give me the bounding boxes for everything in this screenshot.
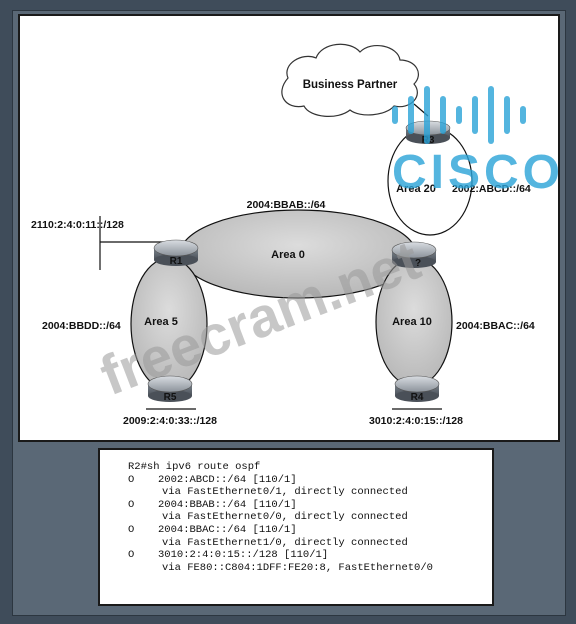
route-prefix: 2002:ABCD::/64 [110/1] bbox=[158, 473, 297, 486]
area-5-label: Area 5 bbox=[144, 316, 178, 328]
route-entry: O 2004:BBAB::/64 [110/1] bbox=[128, 499, 492, 512]
route-entry: O 3010:2:4:0:15::/128 [110/1] bbox=[128, 549, 492, 562]
cisco-logo: CISCO bbox=[392, 86, 558, 199]
business-partner-cloud: Business Partner bbox=[281, 43, 419, 117]
r4-loopback-prefix: 3010:2:4:0:15::/128 bbox=[369, 415, 463, 427]
router-r2-label: ? bbox=[415, 258, 421, 269]
router-r4-label: R4 bbox=[411, 392, 424, 403]
area-5-prefix: 2004:BBDD::/64 bbox=[42, 320, 121, 332]
area-0-label: Area 0 bbox=[271, 249, 305, 261]
router-r5-label: R5 bbox=[164, 392, 177, 403]
route-via: via FastEthernet0/0, directly connected bbox=[162, 511, 408, 524]
area-0-prefix: 2004:BBAB::/64 bbox=[247, 199, 326, 211]
network-diagram: Business Partner R3 R1 ? bbox=[18, 14, 560, 442]
cloud-label: Business Partner bbox=[303, 79, 398, 91]
route-via: via FastEthernet0/1, directly connected bbox=[162, 486, 408, 499]
route-entry: O 2002:ABCD::/64 [110/1] bbox=[128, 474, 492, 487]
router-r5: R5 bbox=[147, 375, 193, 403]
area-20-label: Area 20 bbox=[396, 183, 436, 195]
router-r1-label: R1 bbox=[170, 256, 183, 267]
r1-loopback-prefix: 2110:2:4:0:11::/128 bbox=[31, 219, 124, 231]
router-r1: R1 bbox=[153, 239, 199, 267]
route-via: via FastEthernet1/0, directly connected bbox=[162, 536, 408, 549]
route-prefix: 2004:BBAB::/64 [110/1] bbox=[158, 498, 297, 511]
route-prefix: 3010:2:4:0:15::/128 [110/1] bbox=[158, 549, 329, 562]
router-console-output: R2#sh ipv6 route ospf O 2002:ABCD::/64 [1… bbox=[98, 448, 494, 606]
router-r2: ? bbox=[391, 241, 437, 269]
route-entry: O 2004:BBAC::/64 [110/1] bbox=[128, 524, 492, 537]
console-command: R2#sh ipv6 route ospf bbox=[128, 461, 261, 473]
svg-text:CISCO: CISCO bbox=[392, 146, 558, 199]
r5-loopback-prefix: 2009:2:4:0:33::/128 bbox=[123, 415, 217, 427]
area-10-label: Area 10 bbox=[392, 316, 432, 328]
route-code: O bbox=[128, 498, 135, 511]
route-code: O bbox=[128, 549, 135, 562]
route-via: via FE80::C804:1DFF:FE20:8, FastEthernet… bbox=[162, 561, 433, 574]
router-r4: R4 bbox=[394, 375, 440, 403]
route-prefix: 2004:BBAC::/64 [110/1] bbox=[158, 523, 297, 536]
area-20-prefix: 2002:ABCD::/64 bbox=[452, 183, 531, 195]
route-code: O bbox=[128, 473, 135, 486]
route-code: O bbox=[128, 523, 135, 536]
area-10-prefix: 2004:BBAC::/64 bbox=[456, 320, 535, 332]
